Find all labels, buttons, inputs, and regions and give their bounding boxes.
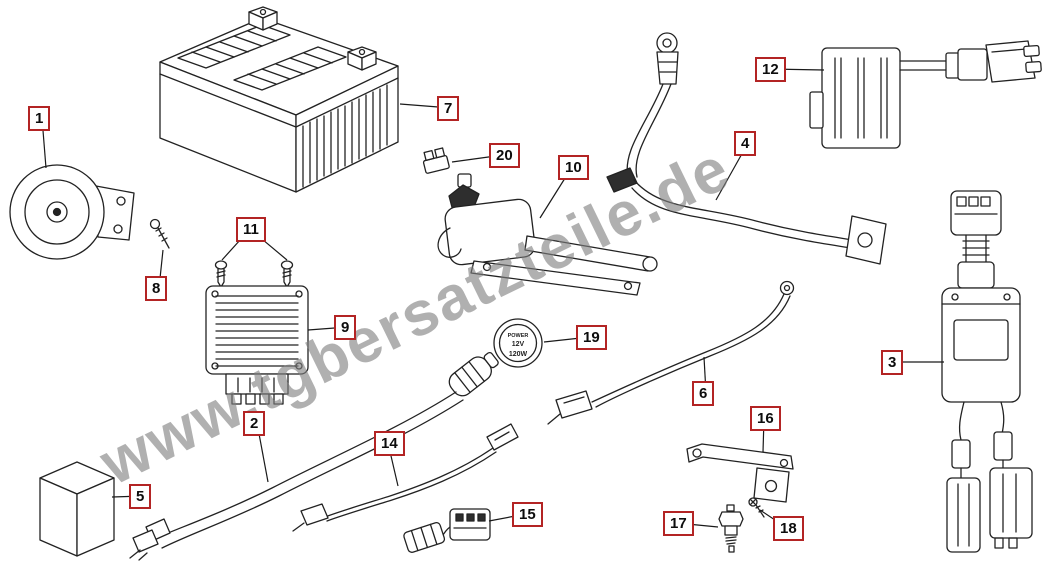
part-label-2[interactable]: 2 (243, 411, 266, 436)
part-label-18[interactable]: 18 (773, 516, 804, 541)
part-label-1[interactable]: 1 (28, 106, 51, 131)
power-socket-text-1: POWER (508, 333, 529, 339)
power-socket-text-3: 120W (509, 351, 528, 358)
bracket-screw-drawing (748, 497, 765, 518)
part-label-11[interactable]: 11 (236, 217, 266, 242)
horn-drawing (9, 164, 135, 260)
part-label-14[interactable]: 14 (374, 431, 405, 456)
part-label-7[interactable]: 7 (437, 96, 460, 121)
part-label-5[interactable]: 5 (129, 484, 152, 509)
part-label-4[interactable]: 4 (734, 131, 757, 156)
part-label-3[interactable]: 3 (881, 350, 904, 375)
ground-wire-drawing (547, 280, 795, 425)
battery-drawing (159, 6, 399, 193)
part-label-9[interactable]: 9 (334, 315, 357, 340)
part-label-12[interactable]: 12 (755, 57, 786, 82)
part-label-15[interactable]: 15 (512, 502, 543, 527)
sensor-cable-drawing (292, 423, 519, 532)
power-socket-drawing: POWER 12V 120W (493, 318, 543, 368)
connector-unit-drawing (403, 508, 491, 553)
part-label-17[interactable]: 17 (663, 511, 694, 536)
parts-box-drawing (39, 461, 115, 557)
horn-screw-drawing (149, 218, 170, 249)
part-label-19[interactable]: 19 (576, 325, 607, 350)
part-label-16[interactable]: 16 (750, 406, 781, 431)
main-harness-drawing (129, 351, 499, 561)
starter-relay-drawing (437, 173, 658, 296)
regulator-drawing (205, 285, 309, 405)
spark-plug-drawing (718, 504, 744, 553)
cdi-unit-drawing (809, 40, 1042, 149)
fuse-drawing (422, 147, 450, 174)
power-socket-text-2: 12V (512, 341, 525, 348)
mounting-bracket-drawing (686, 443, 794, 503)
ignition-coil-drawing (941, 190, 1033, 553)
part-label-6[interactable]: 6 (692, 381, 715, 406)
part-label-20[interactable]: 20 (489, 143, 520, 168)
part-label-8[interactable]: 8 (145, 276, 168, 301)
battery-cable-drawing (606, 32, 887, 265)
regulator-screws-drawing (214, 260, 294, 288)
part-label-10[interactable]: 10 (558, 155, 589, 180)
